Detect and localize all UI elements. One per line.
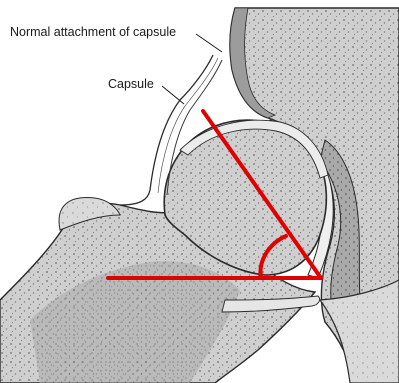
label-capsule: Capsule (108, 78, 154, 91)
label-normal-attachment: Normal attachment of capsule (10, 26, 176, 39)
leader-capsule (162, 86, 184, 104)
leader-normal-attachment (196, 34, 222, 52)
